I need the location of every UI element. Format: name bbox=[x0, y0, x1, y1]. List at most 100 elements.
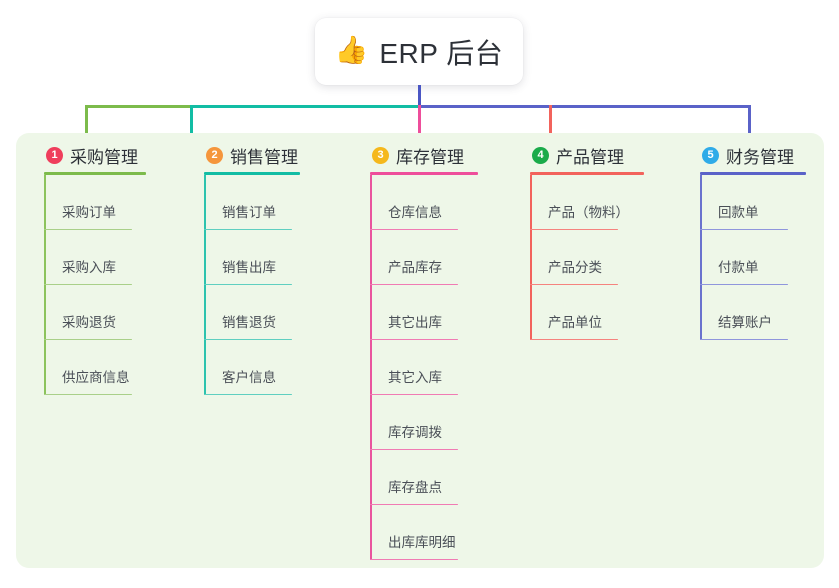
leaf-item[interactable]: 销售退货 bbox=[204, 285, 300, 340]
leaf-item[interactable]: 销售订单 bbox=[204, 175, 300, 230]
column-title: 采购管理 bbox=[70, 147, 138, 167]
column-badge-4: 4 bbox=[532, 146, 549, 164]
leaf-label: 采购退货 bbox=[62, 315, 116, 330]
column-header-rule bbox=[44, 172, 146, 175]
connector-drop-col3 bbox=[418, 105, 421, 143]
leaf-item[interactable]: 采购退货 bbox=[44, 285, 146, 340]
leaf-item[interactable]: 供应商信息 bbox=[44, 340, 146, 395]
column-spine bbox=[700, 175, 702, 340]
column-spine bbox=[370, 175, 372, 560]
leaf-item[interactable]: 库存盘点 bbox=[370, 450, 478, 505]
leaf-label: 回款单 bbox=[718, 205, 759, 220]
connector-drop-col1 bbox=[85, 105, 88, 143]
leaf-label: 其它出库 bbox=[388, 315, 442, 330]
column-title: 库存管理 bbox=[396, 147, 464, 167]
leaf-rule bbox=[530, 228, 618, 230]
leaf-rule bbox=[530, 283, 618, 285]
column-库存管理: 3 库存管理仓库信息产品库存其它出库其它入库库存调拨库存盘点出库库明细 bbox=[370, 142, 478, 560]
root-node[interactable]: 👍 ERP 后台 bbox=[315, 18, 523, 85]
leaf-label: 销售退货 bbox=[222, 315, 276, 330]
leaf-label: 结算账户 bbox=[718, 315, 772, 330]
connector-root-stem bbox=[418, 85, 421, 107]
leaf-label: 产品分类 bbox=[548, 260, 602, 275]
leaf-item[interactable]: 仓库信息 bbox=[370, 175, 478, 230]
leaf-label: 产品（物料） bbox=[548, 205, 629, 220]
leaf-label: 出库库明细 bbox=[388, 535, 456, 550]
leaf-item[interactable]: 客户信息 bbox=[204, 340, 300, 395]
leaf-item[interactable]: 回款单 bbox=[700, 175, 806, 230]
leaf-item[interactable]: 产品分类 bbox=[530, 230, 644, 285]
leaf-item[interactable]: 付款单 bbox=[700, 230, 806, 285]
column-title: 财务管理 bbox=[726, 147, 794, 167]
diagram-panel bbox=[16, 133, 824, 568]
connector-drop-col5 bbox=[748, 105, 751, 143]
leaf-rule bbox=[370, 393, 458, 395]
column-title: 产品管理 bbox=[556, 147, 624, 167]
leaf-label: 其它入库 bbox=[388, 370, 442, 385]
leaf-label: 库存调拨 bbox=[388, 425, 442, 440]
column-header-产品管理[interactable]: 4 产品管理 bbox=[530, 142, 644, 168]
connector-bus-mid bbox=[190, 105, 420, 108]
column-badge-3: 3 bbox=[372, 146, 389, 164]
leaf-item[interactable]: 产品单位 bbox=[530, 285, 644, 340]
connector-drop-col4 bbox=[549, 105, 552, 143]
leaf-label: 产品单位 bbox=[548, 315, 602, 330]
leaf-item[interactable]: 结算账户 bbox=[700, 285, 806, 340]
leaf-item[interactable]: 采购入库 bbox=[44, 230, 146, 285]
leaf-label: 供应商信息 bbox=[62, 370, 130, 385]
leaf-label: 仓库信息 bbox=[388, 205, 442, 220]
column-header-销售管理[interactable]: 2 销售管理 bbox=[204, 142, 300, 168]
leaf-label: 采购入库 bbox=[62, 260, 116, 275]
column-header-rule bbox=[530, 172, 644, 175]
leaf-rule bbox=[370, 338, 458, 340]
leaf-item[interactable]: 销售出库 bbox=[204, 230, 300, 285]
connector-bus-left bbox=[85, 105, 192, 108]
column-产品管理: 4 产品管理产品（物料） 产品分类产品单位 bbox=[530, 142, 644, 340]
column-spine bbox=[204, 175, 206, 395]
leaf-label: 产品库存 bbox=[388, 260, 442, 275]
column-header-rule bbox=[370, 172, 478, 175]
leaf-item[interactable]: 其它入库 bbox=[370, 340, 478, 395]
leaf-rule bbox=[700, 283, 788, 285]
leaf-rule bbox=[204, 393, 292, 395]
leaf-rule bbox=[44, 283, 132, 285]
leaf-rule bbox=[370, 448, 458, 450]
leaf-rule bbox=[530, 338, 618, 340]
column-销售管理: 2 销售管理销售订单销售出库销售退货客户信息 bbox=[204, 142, 300, 395]
leaf-list: 仓库信息产品库存其它出库其它入库库存调拨库存盘点出库库明细 bbox=[370, 175, 478, 560]
leaf-list: 产品（物料） 产品分类产品单位 bbox=[530, 175, 644, 340]
leaf-rule bbox=[44, 228, 132, 230]
leaf-rule bbox=[370, 503, 458, 505]
leaf-list: 回款单付款单结算账户 bbox=[700, 175, 806, 340]
column-badge-2: 2 bbox=[206, 146, 223, 164]
leaf-item[interactable]: 产品（物料） bbox=[530, 175, 644, 230]
leaf-rule bbox=[370, 283, 458, 285]
leaf-item[interactable]: 采购订单 bbox=[44, 175, 146, 230]
leaf-item[interactable]: 库存调拨 bbox=[370, 395, 478, 450]
column-header-rule bbox=[204, 172, 300, 175]
leaf-item[interactable]: 其它出库 bbox=[370, 285, 478, 340]
leaf-list: 采购订单采购入库采购退货供应商信息 bbox=[44, 175, 146, 395]
column-title: 销售管理 bbox=[230, 147, 298, 167]
leaf-item[interactable]: 产品库存 bbox=[370, 230, 478, 285]
leaf-rule bbox=[44, 393, 132, 395]
leaf-label: 库存盘点 bbox=[388, 480, 442, 495]
leaf-rule bbox=[700, 338, 788, 340]
leaf-label: 客户信息 bbox=[222, 370, 276, 385]
leaf-label: 付款单 bbox=[718, 260, 759, 275]
leaf-rule bbox=[370, 558, 458, 560]
leaf-rule bbox=[204, 338, 292, 340]
leaf-label: 销售订单 bbox=[222, 205, 276, 220]
column-spine bbox=[530, 175, 532, 340]
leaf-rule bbox=[204, 283, 292, 285]
column-header-库存管理[interactable]: 3 库存管理 bbox=[370, 142, 478, 168]
thumbs-up-icon: 👍 bbox=[334, 35, 369, 65]
connector-bus-right bbox=[418, 105, 751, 108]
leaf-rule bbox=[44, 338, 132, 340]
leaf-list: 销售订单销售出库销售退货客户信息 bbox=[204, 175, 300, 395]
leaf-rule bbox=[700, 228, 788, 230]
leaf-item[interactable]: 出库库明细 bbox=[370, 505, 478, 560]
